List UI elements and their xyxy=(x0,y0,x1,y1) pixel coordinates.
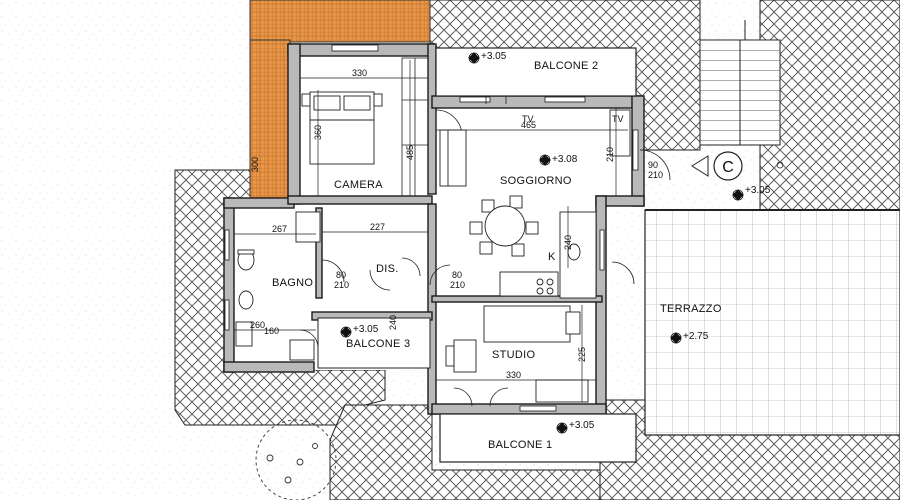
room-label-dis: DIS. xyxy=(376,263,399,275)
dim-bagno-side: 260 xyxy=(250,320,265,330)
dim-studio-depth: 225 xyxy=(577,347,587,362)
level-marker-soggiorno xyxy=(539,154,551,166)
room-label-balcone1: BALCONE 1 xyxy=(488,439,552,451)
orange-hatched-strip-top xyxy=(249,0,431,43)
kitchen-counter xyxy=(499,211,597,299)
paving-areas xyxy=(174,0,900,500)
dining-table xyxy=(469,195,539,257)
wardrobe xyxy=(401,57,429,197)
tv-label-2: TV xyxy=(612,114,624,124)
room-label-soggiorno: SOGGIORNO xyxy=(500,175,572,187)
balcone-1-area xyxy=(439,413,637,463)
room-label-terrazzo: TERRAZZO xyxy=(660,303,722,315)
level-soggiorno: +3.08 xyxy=(552,154,578,165)
level-balcone3: +3.05 xyxy=(353,324,379,335)
stairs xyxy=(699,20,784,169)
dim-bagno-width: 267 xyxy=(272,224,287,234)
dimension-lines xyxy=(234,60,628,402)
stair-marker-label: C xyxy=(722,159,734,176)
level-balcone1: +3.05 xyxy=(569,420,595,431)
dim-entry-door-a: 90 xyxy=(648,160,658,170)
orange-hatched-strip-side xyxy=(249,39,291,199)
dim-camera-width: 330 xyxy=(352,68,367,78)
dim-door-bagno-a: 80 xyxy=(336,270,346,280)
room-label-kitchen: K xyxy=(548,251,556,263)
dim-balcone3: 240 xyxy=(388,315,398,330)
level-entry: +3.05 xyxy=(745,185,771,196)
studio-furniture xyxy=(445,305,589,403)
balcone-2-area xyxy=(435,47,637,97)
dim-soggiorno-depth: 210 xyxy=(605,147,615,162)
bathroom-fixtures xyxy=(235,211,321,361)
dim-door-dis-a: 80 xyxy=(452,270,462,280)
dim-soggiorno-width: 465 xyxy=(521,120,536,130)
level-balcone2: +3.05 xyxy=(481,51,507,62)
dim-door-bagno-b: 210 xyxy=(334,280,349,290)
dim-kitchen-depth: 240 xyxy=(563,235,573,250)
balcone-3-area xyxy=(317,317,431,369)
windows xyxy=(224,44,639,412)
level-marker-balcone1 xyxy=(556,422,568,434)
dim-studio-width: 330 xyxy=(506,370,521,380)
level-marker-balcone2 xyxy=(468,52,480,64)
double-bed xyxy=(301,91,383,165)
sofa xyxy=(439,109,631,187)
room-label-camera: CAMERA xyxy=(334,179,383,191)
dim-camera-small: 300 xyxy=(250,157,260,172)
level-markers xyxy=(340,52,744,434)
level-marker-balcone3 xyxy=(340,326,352,338)
dim-dis-width: 227 xyxy=(370,222,385,232)
room-label-bagno: BAGNO xyxy=(272,277,313,289)
level-marker-terrazzo xyxy=(670,332,682,344)
dim-camera-depth: 360 xyxy=(313,125,323,140)
dim-wardrobe-length: 485 xyxy=(405,145,415,160)
room-label-studio: STUDIO xyxy=(492,349,535,361)
level-marker-entry xyxy=(732,189,744,201)
terrazzo-area xyxy=(644,209,900,436)
room-label-balcone3: BALCONE 3 xyxy=(346,338,410,350)
dim-door-dis-b: 210 xyxy=(450,280,465,290)
dim-entry-door-b: 210 xyxy=(648,170,663,180)
stair-marker: C xyxy=(691,151,743,181)
level-terrazzo: +2.75 xyxy=(683,331,709,342)
tree xyxy=(255,419,337,500)
room-label-balcone2: BALCONE 2 xyxy=(534,60,598,72)
dim-bagno-bottom: 160 xyxy=(264,326,279,336)
tv-label-1: TV xyxy=(522,114,534,124)
